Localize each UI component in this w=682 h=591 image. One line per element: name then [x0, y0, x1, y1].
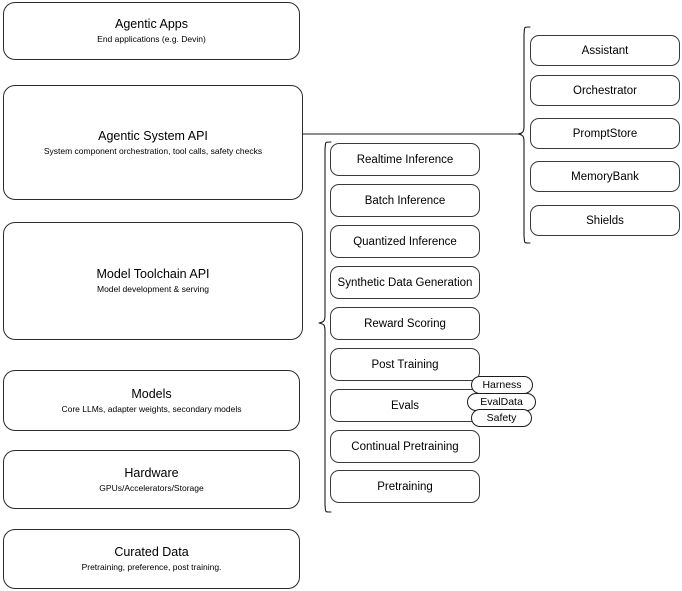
layer-box-agentic-system-api[interactable]: Agentic System API System component orch… — [3, 85, 303, 200]
layer-subtitle: Model development & serving — [97, 284, 209, 294]
layer-subtitle: End applications (e.g. Devin) — [97, 34, 206, 44]
eval-pill-harness[interactable]: Harness — [471, 376, 533, 394]
layer-subtitle: Core LLMs, adapter weights, secondary mo… — [61, 403, 242, 414]
component-box-memorybank[interactable]: MemoryBank — [530, 161, 680, 192]
middle-brace — [318, 141, 332, 513]
layer-box-models[interactable]: Models Core LLMs, adapter weights, secon… — [3, 370, 300, 431]
eval-pill-safety[interactable]: Safety — [471, 409, 532, 427]
layer-title: Models — [131, 386, 172, 401]
layer-box-agentic-apps[interactable]: Agentic Apps End applications (e.g. Devi… — [3, 2, 300, 60]
layer-box-model-toolchain-api[interactable]: Model Toolchain API Model development & … — [3, 222, 303, 340]
right-brace — [517, 26, 531, 244]
component-box-orchestrator[interactable]: Orchestrator — [530, 75, 680, 106]
component-box-assistant[interactable]: Assistant — [530, 35, 680, 66]
capability-box-post-training[interactable]: Post Training — [330, 348, 480, 381]
component-box-shields[interactable]: Shields — [530, 205, 680, 236]
layer-box-hardware[interactable]: Hardware GPUs/Accelerators/Storage — [3, 450, 300, 509]
capability-box-evals[interactable]: Evals — [330, 389, 480, 422]
layer-subtitle: Pretraining, preference, post training. — [81, 562, 222, 572]
capability-box-batch-inference[interactable]: Batch Inference — [330, 184, 480, 217]
capability-box-continual-pretraining[interactable]: Continual Pretraining — [330, 430, 480, 463]
capability-box-realtime-inference[interactable]: Realtime Inference — [330, 143, 480, 176]
layer-subtitle: GPUs/Accelerators/Storage — [99, 482, 204, 493]
layer-box-curated-data[interactable]: Curated Data Pretraining, preference, po… — [3, 529, 300, 589]
layer-subtitle: System component orchestration, tool cal… — [43, 145, 263, 156]
layer-title: Agentic Apps — [115, 17, 188, 31]
capability-box-synthetic-data-generation[interactable]: Synthetic Data Generation — [330, 266, 480, 299]
capability-box-pretraining[interactable]: Pretraining — [330, 470, 480, 503]
component-box-promptstore[interactable]: PromptStore — [530, 118, 680, 149]
capability-box-reward-scoring[interactable]: Reward Scoring — [330, 307, 480, 340]
capability-box-quantized-inference[interactable]: Quantized Inference — [330, 225, 480, 258]
layer-title: Agentic System API — [98, 128, 208, 143]
layer-title: Model Toolchain API — [96, 267, 210, 281]
eval-pill-evaldata[interactable]: EvalData — [467, 393, 536, 411]
layer-title: Curated Data — [114, 545, 189, 559]
layer-title: Hardware — [124, 465, 179, 480]
